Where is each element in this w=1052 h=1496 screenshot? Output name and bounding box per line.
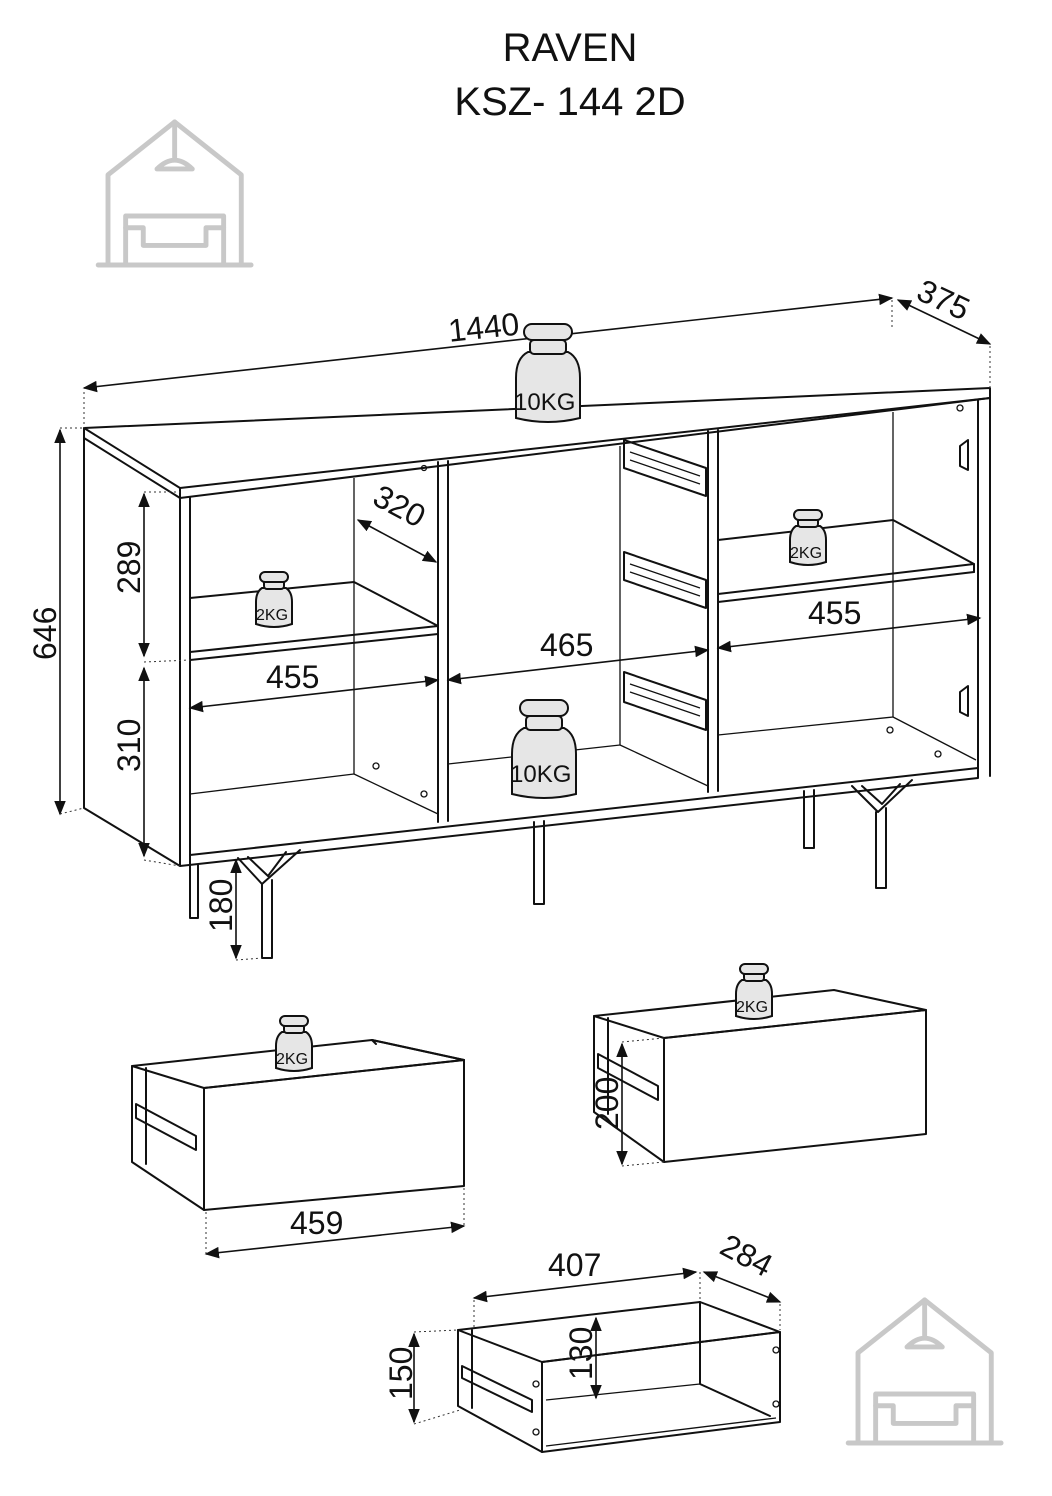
dim-drawer-box-width: 407 — [548, 1247, 601, 1283]
dim-upper-compartment: 289 — [111, 541, 147, 594]
product-name: RAVEN — [502, 26, 638, 70]
dim-leg-height: 180 — [203, 879, 239, 932]
sideboard-drawing — [83, 387, 991, 959]
dim-drawer-box-height-outer: 150 — [383, 1347, 419, 1400]
svg-text:2KG: 2KG — [276, 1051, 308, 1068]
svg-text:10KG: 10KG — [514, 389, 575, 416]
dim-drawer-box-height-inner: 130 — [563, 1327, 599, 1380]
dim-width: 1440 — [446, 306, 521, 349]
svg-text:2KG: 2KG — [256, 607, 288, 624]
dim-drawer-front-height: 200 — [589, 1077, 625, 1130]
weight-top-icon: 10KG — [514, 323, 581, 423]
dimension-lines — [54, 293, 992, 961]
weight-left-shelf-icon: 2KG — [255, 571, 293, 628]
dim-drawer-front-width: 459 — [290, 1205, 343, 1241]
dim-middle-compartment-width: 465 — [540, 627, 593, 663]
svg-text:2KG: 2KG — [736, 999, 768, 1016]
brand-logo-top-icon — [98, 122, 251, 265]
drawer-box-drawing — [408, 1267, 782, 1453]
dim-shelf-depth: 320 — [367, 478, 431, 535]
weight-bottom-icon: 10KG — [510, 699, 577, 799]
svg-text:10KG: 10KG — [510, 761, 571, 788]
dim-depth: 375 — [912, 272, 976, 327]
dim-drawer-box-depth: 284 — [715, 1227, 779, 1284]
weight-drawer-right-icon: 2KG — [735, 963, 773, 1020]
dim-left-compartment-width: 455 — [266, 659, 319, 695]
dim-lower-compartment: 310 — [111, 719, 147, 772]
weight-right-shelf-icon: 2KG — [789, 509, 827, 566]
product-code: KSZ- 144 2D — [454, 80, 686, 124]
dim-height: 646 — [27, 607, 63, 660]
weight-drawer-left-icon: 2KG — [275, 1015, 313, 1072]
svg-text:2KG: 2KG — [790, 545, 822, 562]
brand-logo-bottom-icon — [848, 1300, 1001, 1443]
dim-right-compartment-width: 455 — [808, 595, 861, 631]
